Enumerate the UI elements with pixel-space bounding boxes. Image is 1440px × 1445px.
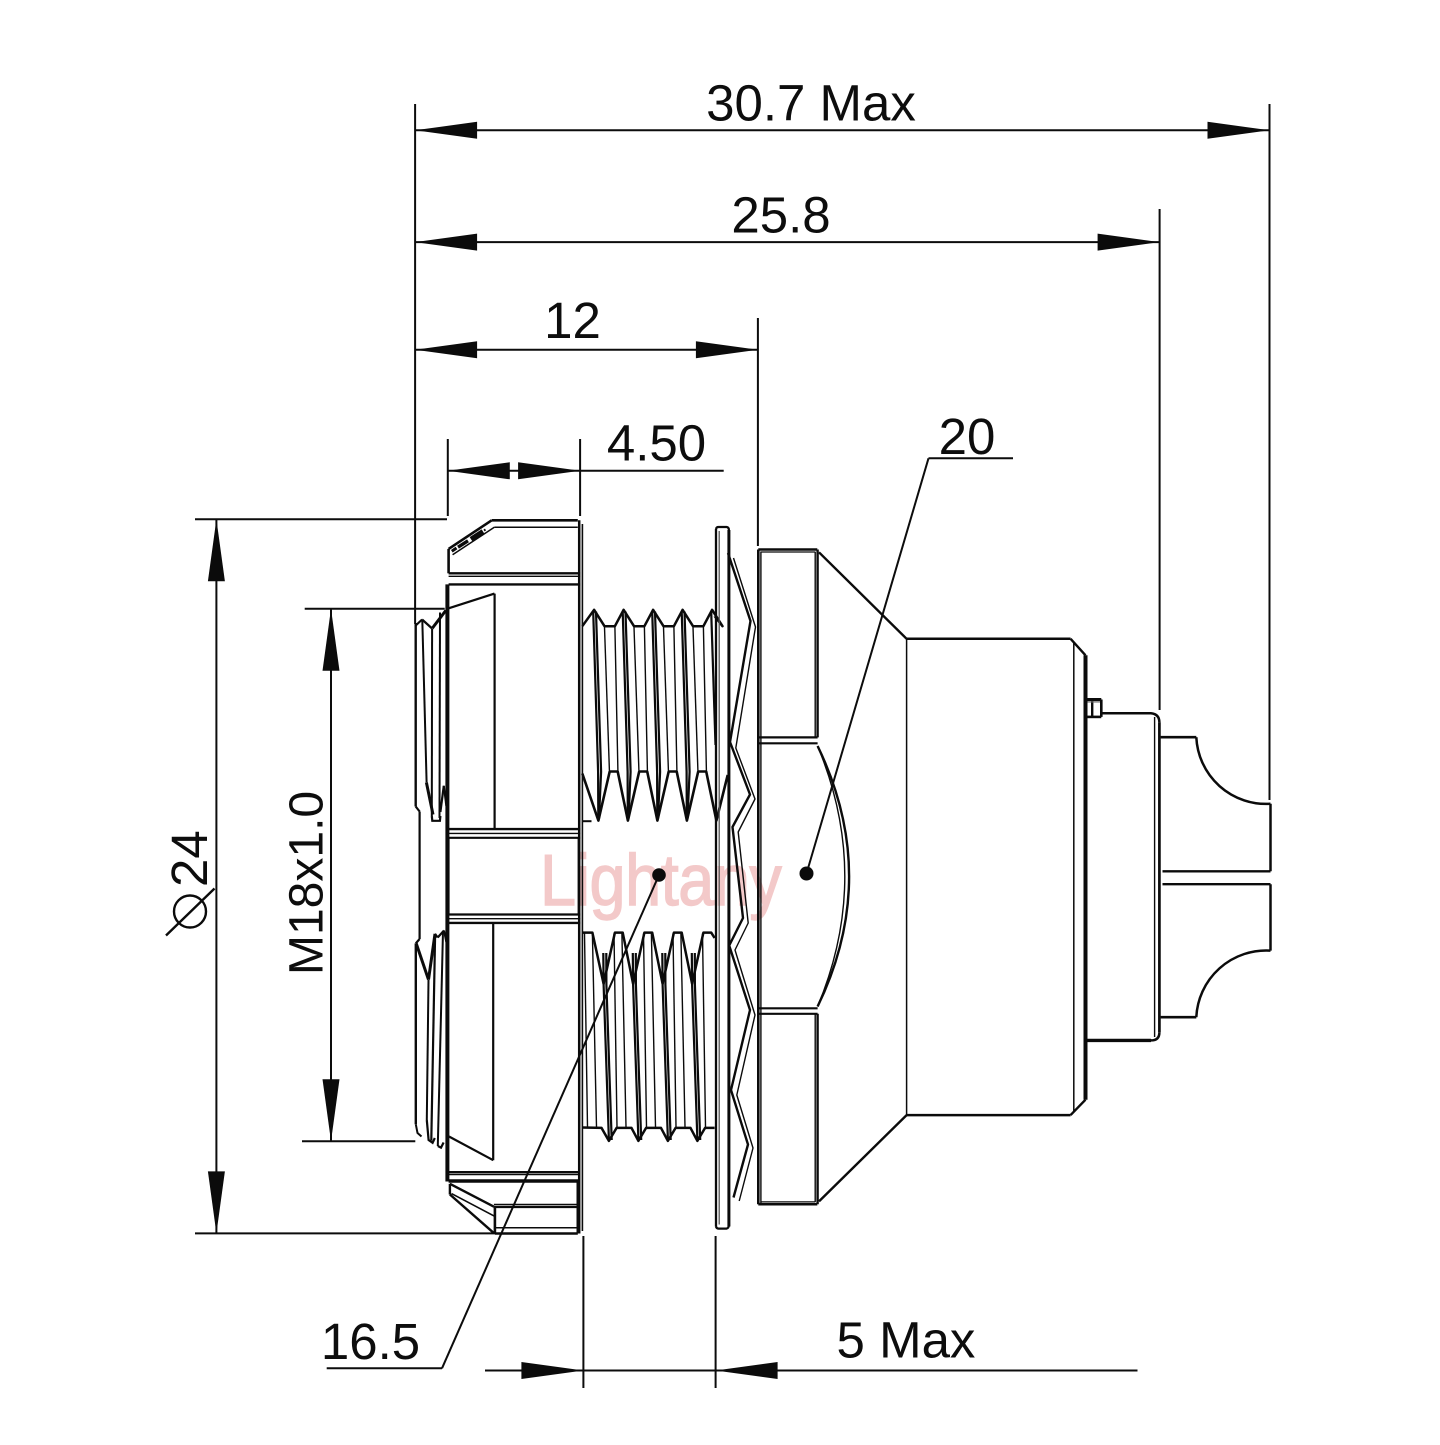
svg-text:4.50: 4.50 — [607, 414, 706, 471]
svg-text:25.8: 25.8 — [731, 187, 830, 244]
svg-text:30.7 Max: 30.7 Max — [706, 75, 916, 132]
svg-text:M18x1.0: M18x1.0 — [281, 791, 334, 975]
svg-text:24: 24 — [161, 830, 218, 887]
svg-text:20: 20 — [939, 408, 996, 465]
svg-text:12: 12 — [544, 292, 601, 349]
svg-text:5 Max: 5 Max — [837, 1312, 976, 1369]
svg-text:16.5: 16.5 — [321, 1313, 420, 1370]
